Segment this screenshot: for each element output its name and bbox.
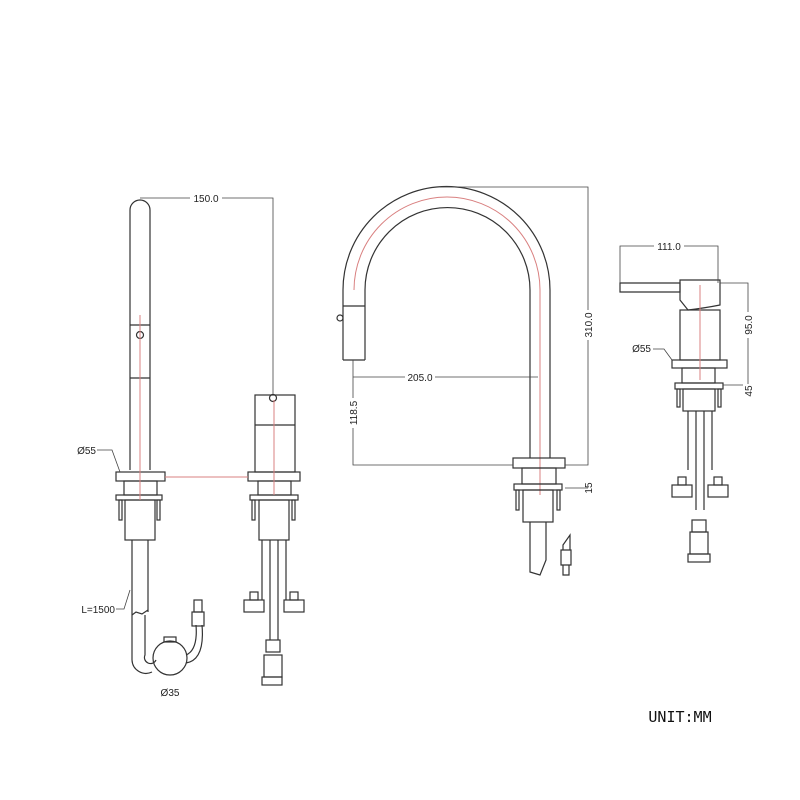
dim-handle-height: 95.0 <box>744 315 755 335</box>
dim-weight-diameter: Ø35 <box>161 688 180 699</box>
spout-body <box>129 199 151 470</box>
dim-plate-thickness: 15 <box>584 482 595 494</box>
gooseneck-view <box>336 185 589 576</box>
dim-spout-clearance: 118.5 <box>349 400 360 425</box>
dim-total-height: 310.0 <box>584 312 595 337</box>
lever <box>619 282 681 293</box>
dim-left-base-diameter: Ø55 <box>77 446 96 457</box>
gooseneck-inner <box>364 206 531 458</box>
hose-weight <box>152 640 188 676</box>
dim-right-base-diameter: Ø55 <box>632 344 651 355</box>
gooseneck-outer <box>342 185 551 458</box>
left-spout-view <box>97 197 274 676</box>
dim-spout-spacing: 150.0 <box>193 194 218 205</box>
dim-hose-length: L=1500 <box>81 605 115 616</box>
dim-handle-length: 111.0 <box>657 242 681 253</box>
dim-reach: 205.0 <box>407 373 432 384</box>
dim-body-height: 45 <box>744 385 755 397</box>
handle-body <box>254 394 296 473</box>
dimension-labels: 150.0 Ø55 L=1500 Ø35 205.0 118.5 310.0 1… <box>77 193 755 726</box>
mixer-view <box>619 245 749 563</box>
unit-label: UNIT:MM <box>648 708 711 726</box>
left-handle-view <box>165 393 305 686</box>
